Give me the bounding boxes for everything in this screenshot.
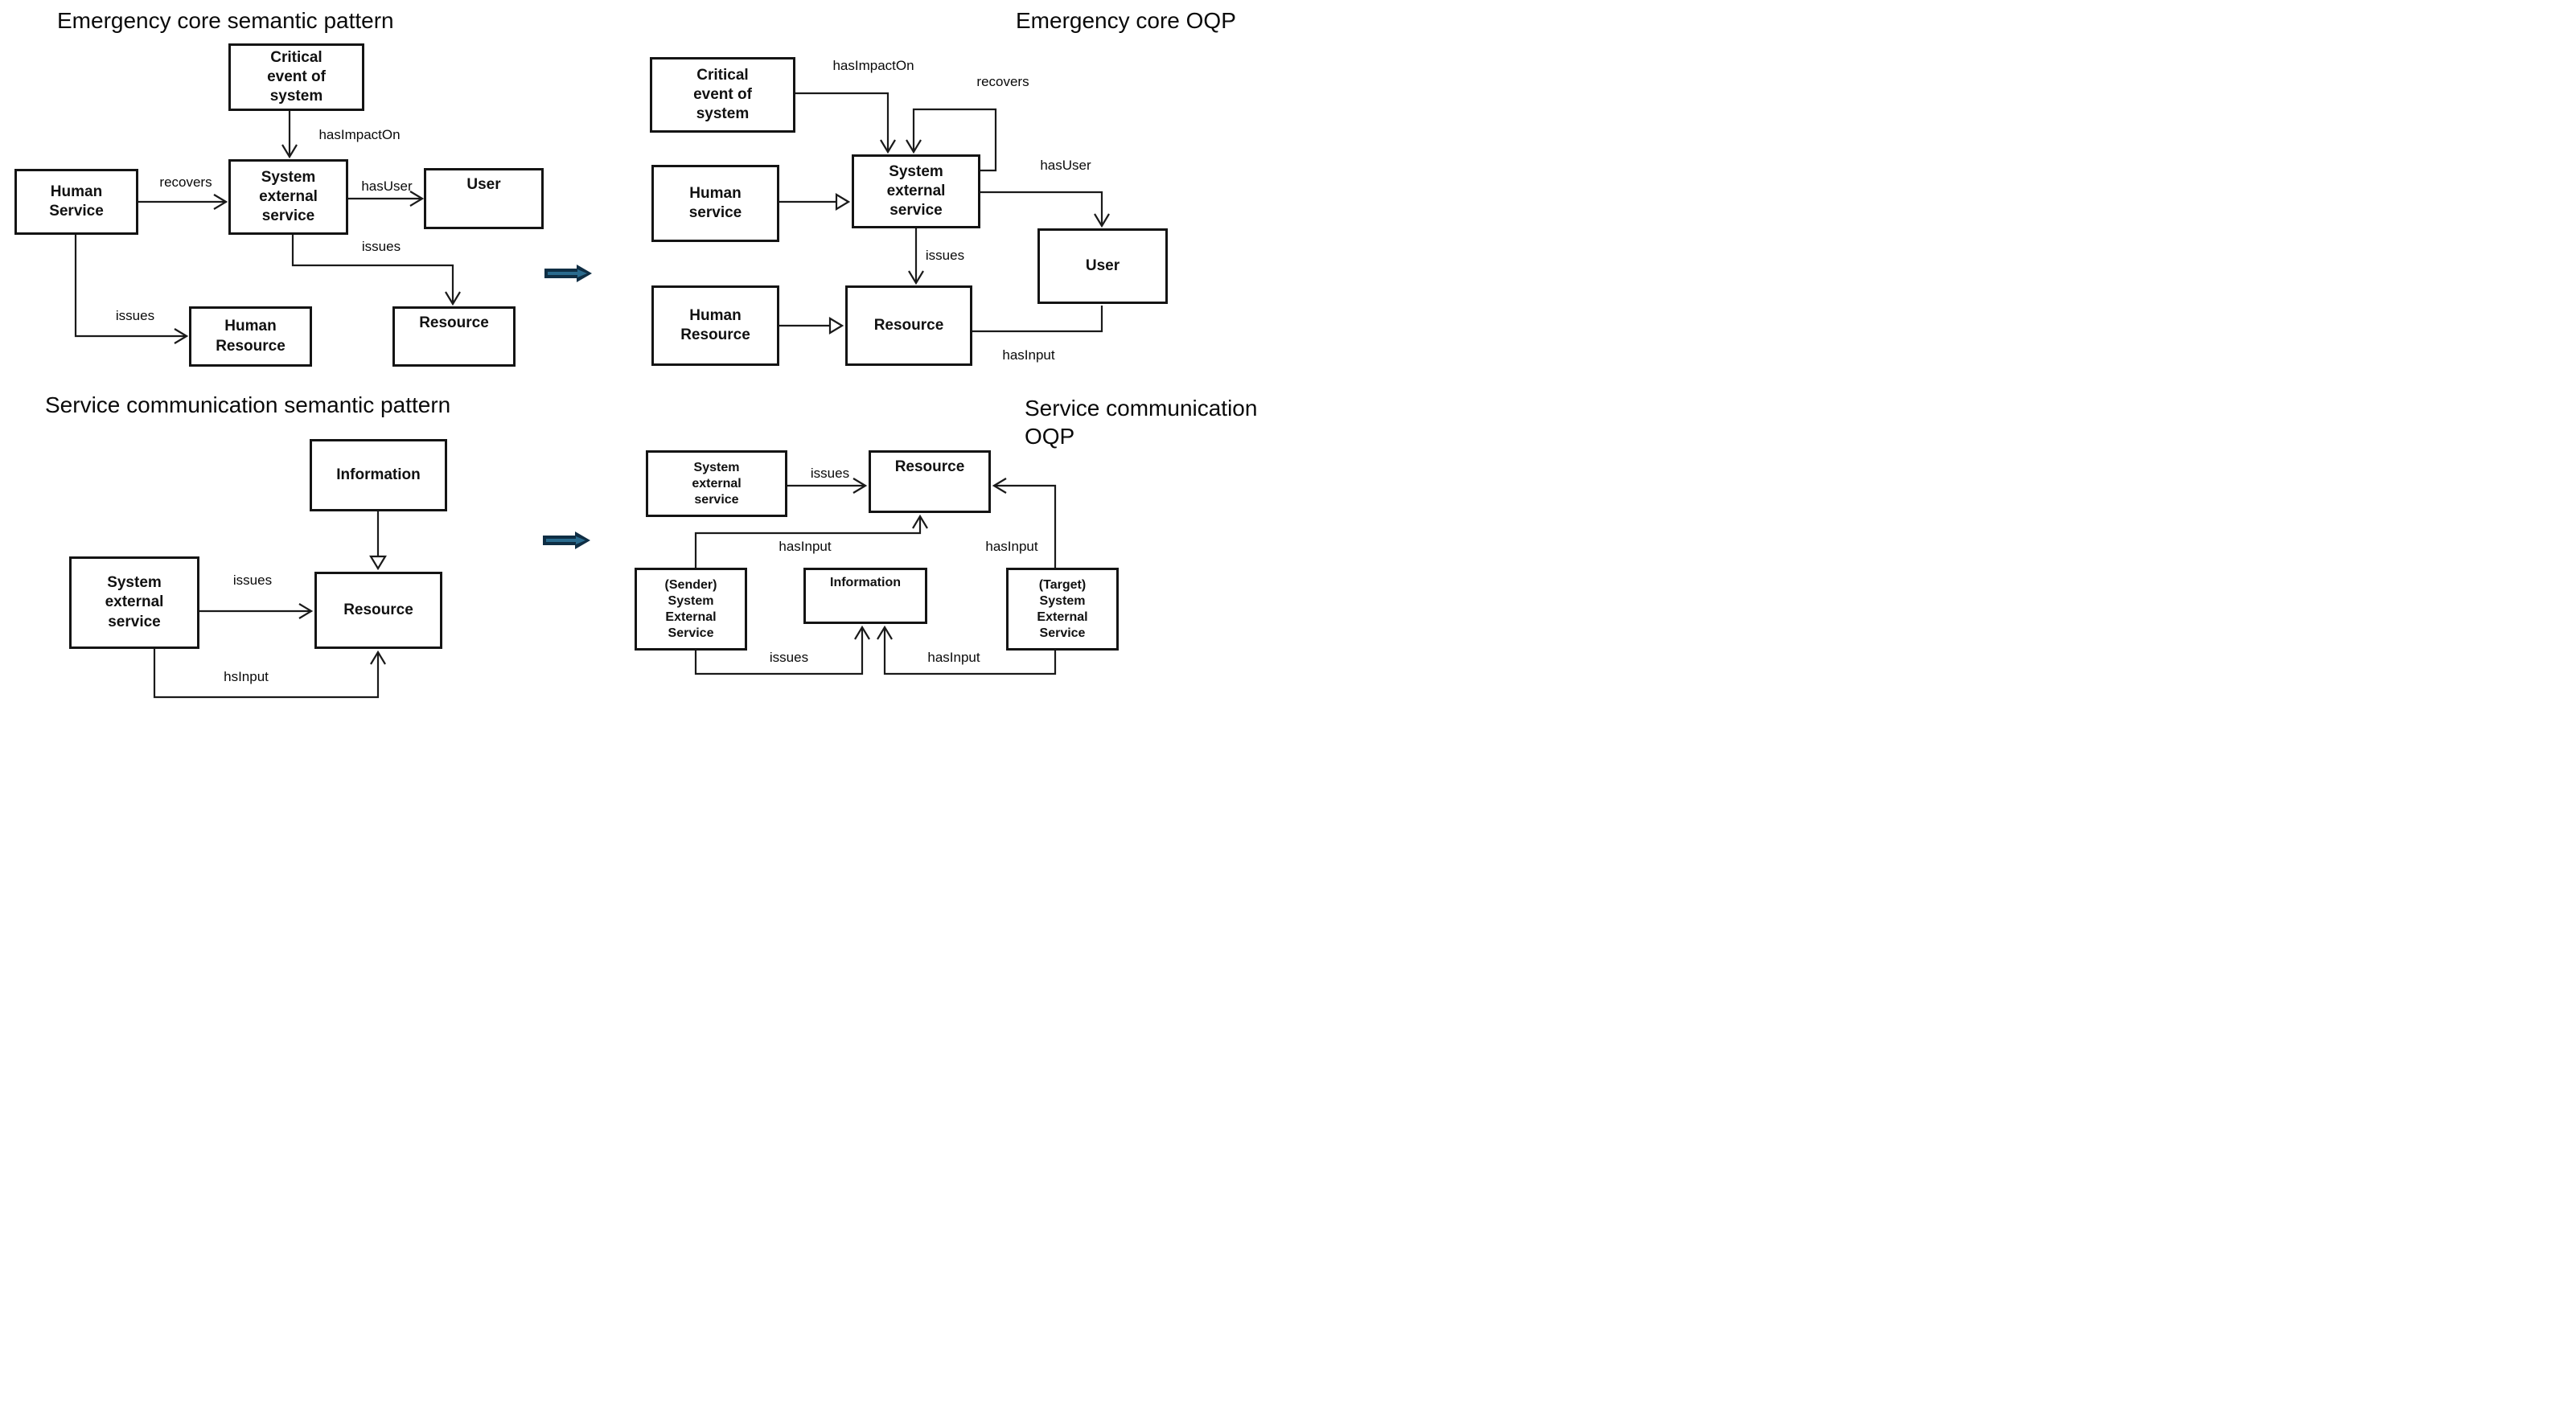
edge-label-hasinput-target-resource-br: hasInput (985, 539, 1038, 554)
node-information-br: Information (803, 568, 927, 624)
edge-label-issues-humanresource-tl: issues (115, 308, 155, 323)
node-information-bl: Information (310, 439, 447, 511)
title-service-communication-pattern: Service communication semantic pattern (45, 392, 451, 417)
node-human-resource-tr: Human Resource (651, 285, 779, 366)
node-user-tr: User (1037, 228, 1168, 304)
connector-layer (74, 92, 1288, 699)
node-resource-tr: Resource (845, 285, 972, 366)
node-human-service-tl: Human Service (14, 169, 138, 235)
edge-issues-humanresource-tl (74, 235, 186, 336)
node-system-external-service-tr: System external service (852, 154, 980, 228)
edge-label-issues-information-br: issues (769, 650, 809, 665)
edge-label-issues-resource-br: issues (810, 466, 850, 481)
node-critical-event-tr: Critical event of system (650, 57, 795, 133)
edge-label-issues-bl: issues (232, 573, 273, 588)
node-user-tl: User (424, 168, 544, 229)
node-resource-bl: Resource (314, 572, 442, 649)
edge-label-hasinput-information-br: hasInput (927, 650, 980, 665)
edge-issues-information-br (694, 628, 862, 675)
edge-label-issues-tr: issues (925, 248, 965, 263)
edge-label-hsinput-bl: hsInput (224, 669, 269, 684)
edge-label-hasinput-sender-resource-br: hasInput (779, 539, 832, 554)
edge-hasinput-information-br (885, 628, 1057, 675)
edge-recovers-loop-tr (914, 108, 997, 172)
title-service-communication-oqp: Service communication OQP (1025, 396, 1258, 449)
edge-hasuser-tr (980, 191, 1102, 225)
node-system-external-service-bl: System external service (69, 556, 199, 649)
edge-label-recovers-tr: recovers (976, 74, 1029, 89)
title-emergency-core-oqp: Emergency core OQP (1016, 8, 1236, 33)
transform-arrow-bottom (543, 532, 590, 549)
edge-label-recovers-tl: recovers (159, 174, 212, 190)
node-sender-system-external-service-br: (Sender) System External Service (635, 568, 747, 651)
edge-hasimpacton-tr (795, 92, 888, 151)
title-emergency-core-pattern: Emergency core semantic pattern (57, 8, 394, 33)
edge-label-hasimpacton-tl: hasImpactOn (318, 127, 401, 142)
node-resource-tl: Resource (392, 306, 516, 367)
edge-label-hasinput-tr: hasInput (1002, 347, 1055, 363)
edge-label-hasuser-tr: hasUser (1040, 158, 1091, 173)
edge-issues-resource-tl (291, 235, 453, 303)
node-human-resource-tl: Human Resource (189, 306, 312, 367)
edge-label-hasuser-tl: hasUser (361, 179, 413, 194)
edge-hasinput-sender-resource-br (694, 517, 920, 568)
node-resource-br: Resource (869, 450, 991, 513)
edge-label-issues-resource-tl: issues (361, 239, 401, 254)
node-target-system-external-service-br: (Target) System External Service (1006, 568, 1119, 651)
edge-label-hasimpacton-tr: hasImpactOn (832, 58, 914, 73)
node-system-external-service-tl: System external service (228, 159, 348, 235)
edge-hasinput-target-resource-br (995, 486, 1057, 568)
transform-arrow-top (544, 265, 592, 282)
node-human-service-tr: Human service (651, 165, 779, 242)
diagram-canvas: Emergency core semantic pattern Emergenc… (0, 0, 1288, 706)
node-critical-event-tl: Critical event of system (228, 43, 364, 111)
edge-hasinput-tr (972, 306, 1103, 333)
edge-hsinput-bl (153, 649, 378, 699)
node-system-external-service-br: System external service (646, 450, 787, 517)
